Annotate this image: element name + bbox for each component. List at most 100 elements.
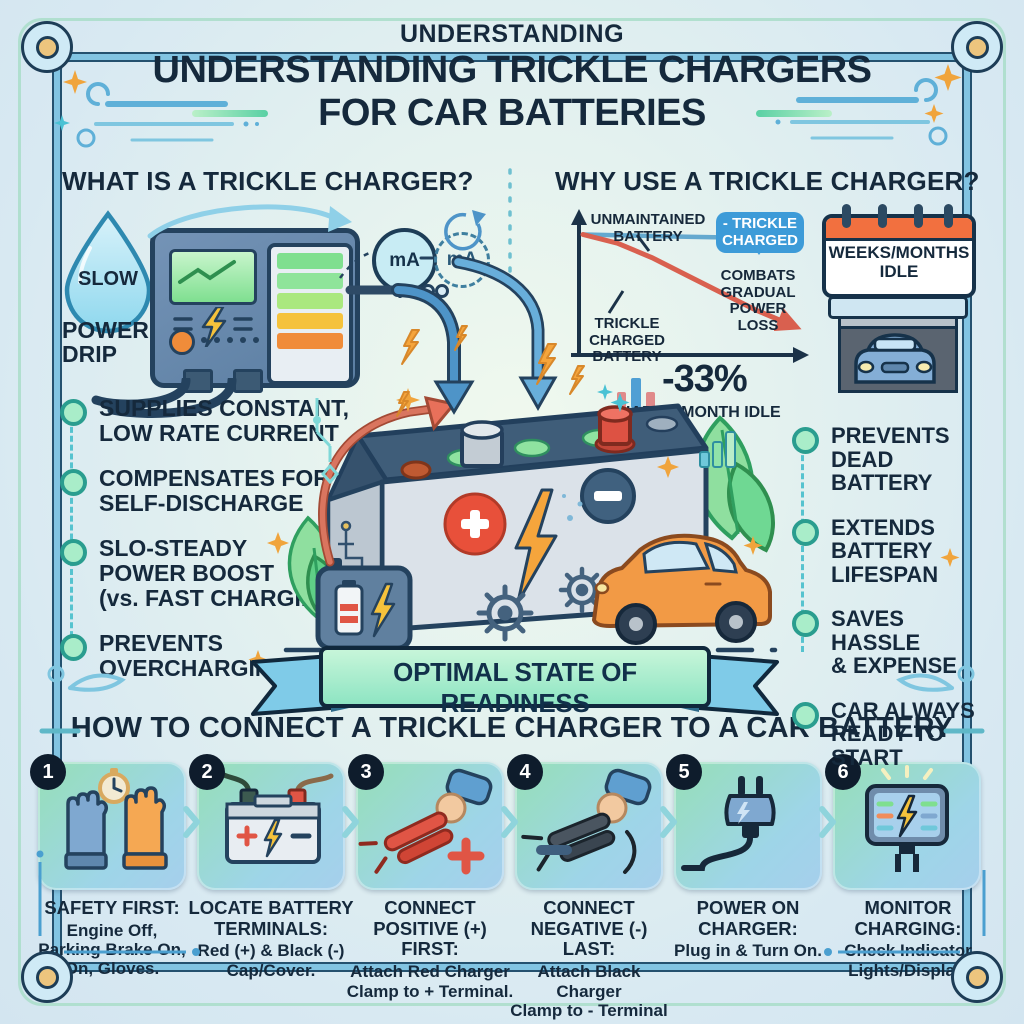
list-item: SAVES HASSLE & EXPENSE (792, 607, 997, 678)
calendar-pin (878, 204, 887, 228)
step-panel-4: 4 (507, 754, 663, 890)
chevron-right-icon (183, 806, 200, 838)
charger-screen (169, 249, 257, 305)
step-desc: Red (+) & Black (-) Cap/Cover. (197, 941, 345, 980)
label-pointer (607, 290, 625, 314)
list-item: CAR ALWAYS READY TO START (792, 699, 997, 770)
step-number: 1 (30, 754, 66, 790)
ma-label: mA (389, 249, 420, 271)
page-title-line1: UNDERSTANDING TRICKLE CHARGERS (152, 49, 872, 91)
gloves-stopwatch-icon (64, 768, 168, 870)
drop-label: SLOW (78, 268, 138, 290)
list-item: SUPPLIES CONSTANT, LOW RATE CURRENT (60, 396, 372, 445)
title-eyebrow: UNDERSTANDING (399, 20, 625, 48)
bullet-dot (60, 539, 87, 567)
bullet-text: SLO-STEADY POWER BOOST (vs. FAST CHARGIN… (99, 535, 344, 611)
bullet-dot (60, 634, 87, 662)
outer-border-line (18, 18, 1006, 1006)
bullet-text: COMPENSATES FOR SELF-DISCHARGE (99, 465, 330, 516)
step-title: CONNECT POSITIVE (+) FIRST: (373, 897, 487, 960)
bullet-connector-left (70, 418, 73, 646)
corner-node-bottom-left (21, 951, 73, 1003)
combats-annotation: COMBATS GRADUAL POWER LOSS (720, 267, 796, 334)
list-item: COMPENSATES FOR SELF-DISCHARGE (60, 466, 372, 515)
step-title: LOCATE BATTERY TERMINALS: (188, 897, 354, 939)
gauge-bar (277, 333, 343, 349)
calendar-label: WEEKS/MONTHS IDLE (828, 243, 970, 281)
step-title: CONNECT NEGATIVE (-) LAST: (530, 897, 648, 960)
step-label-4: CONNECT NEGATIVE (-) LAST: Attach Black … (505, 897, 673, 1024)
title-accent-bar-left (192, 110, 268, 117)
unmaintained-decline-line (580, 232, 802, 332)
bullet-text: SUPPLIES CONSTANT, LOW RATE CURRENT (99, 395, 350, 446)
water-drop-icon (64, 210, 152, 334)
step-panel-2: 2 (189, 754, 345, 890)
border-frame (54, 54, 970, 970)
step-label-6: MONITOR CHARGING: Check Indicator Lights… (824, 897, 992, 980)
gauge-bar (277, 293, 343, 309)
charger-indicator-dots (201, 337, 259, 343)
step-panel-1: 1 (30, 754, 186, 890)
step-label-3: CONNECT POSITIVE (+) FIRST: Attach Red C… (346, 897, 514, 1001)
list-item: EXTENDS BATTERY LIFESPAN (792, 514, 997, 587)
step-number: 3 (348, 754, 384, 790)
chevron-right-icon (819, 806, 836, 838)
calendar-pin (944, 204, 953, 228)
charger-display-icon (865, 765, 949, 872)
chevron-right-icon (660, 806, 677, 838)
gauge-bar (277, 253, 343, 269)
title-accent-bar-right (756, 110, 832, 117)
banner-label: OPTIMAL STATE OF READINESS (393, 657, 637, 718)
charger-battery-gauge (267, 243, 353, 385)
step-desc: Plug in & Turn On. (674, 941, 822, 961)
step-title: SAFETY FIRST: (44, 897, 180, 918)
bullet-dot (792, 701, 819, 729)
stat-value: -33% (662, 358, 748, 400)
calendar-header (826, 218, 972, 241)
parked-car-icon (854, 333, 936, 384)
what-section-heading: WHAT IS A TRICKLE CHARGER? (62, 166, 474, 196)
milliamp-meter-dashed: mA (434, 232, 490, 288)
stat-caption: CHARGE/MONTH IDLE (607, 404, 781, 421)
bullet-connector-right (801, 446, 804, 652)
banner-ribbon (251, 646, 779, 716)
black-clamp-icon (521, 768, 652, 874)
bullet-dot (792, 518, 819, 546)
calendar-pin (914, 204, 923, 228)
ma-label: mA (446, 249, 478, 270)
trickle-charged-badge: - TRICKLE CHARGED (716, 212, 804, 255)
bullet-dot (792, 427, 819, 454)
step-panel-3: 3 (348, 754, 504, 890)
bullet-text: CAR ALWAYS READY TO START (831, 697, 975, 770)
chevron-right-icon (342, 806, 359, 838)
why-section-heading: WHY USE A TRICKLE CHARGER? (555, 166, 980, 196)
why-bullet-list: PREVENTS DEAD BATTERY EXTENDS BATTERY LI… (792, 424, 997, 790)
red-clamp-icon (358, 768, 493, 875)
gauge-bar (277, 313, 343, 329)
step-label-2: LOCATE BATTERY TERMINALS: Red (+) & Blac… (187, 897, 355, 980)
what-bullet-list: SUPPLIES CONSTANT, LOW RATE CURRENT COMP… (60, 396, 372, 701)
chevron-right-icon (501, 806, 518, 838)
calendar-pin (842, 204, 851, 228)
gauge-bar (277, 273, 343, 289)
drop-caption: POWER DRIP (62, 317, 149, 368)
red-line-label: TRICKLE CHARGED BATTERY (589, 315, 665, 365)
bullet-text: EXTENDS BATTERY LIFESPAN (831, 514, 939, 587)
power-plug-icon (681, 776, 776, 871)
step-desc: Attach Red Charger Clamp to + Terminal. (346, 962, 514, 1001)
battery-terminals-icon (216, 769, 334, 864)
step-number: 6 (825, 754, 861, 790)
step-title: POWER ON CHARGER: (696, 897, 800, 939)
bullet-text: SAVES HASSLE & EXPENSE (831, 606, 957, 679)
corner-node-bottom-right (951, 951, 1003, 1003)
bullet-text: PREVENTS DEAD BATTERY (831, 423, 950, 496)
list-item: SLO-STEADY POWER BOOST (vs. FAST CHARGIN… (60, 536, 372, 610)
step-label-5: POWER ON CHARGER: Plug in & Turn On. (664, 897, 832, 961)
garage-lintel (828, 296, 968, 319)
step-panel-6: 6 (825, 754, 981, 890)
blue-line-label: UNMAINTAINED BATTERY (590, 211, 706, 245)
charger-cables (91, 378, 237, 418)
step-title: MONITOR CHARGING: (854, 897, 962, 939)
glove-right (122, 786, 168, 870)
